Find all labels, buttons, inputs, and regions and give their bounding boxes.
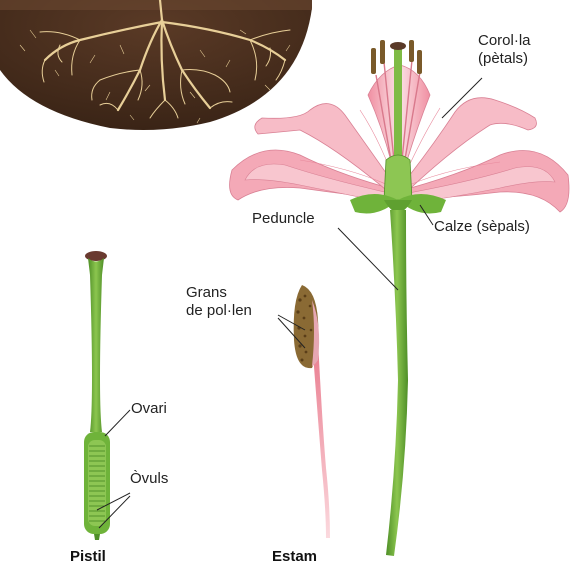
label-calyx: Calze (sèpals) — [434, 218, 530, 236]
peduncle-stem — [386, 210, 408, 556]
soil-with-roots — [0, 0, 312, 130]
label-pollen-line2: de pol·len — [186, 302, 252, 320]
caption-stamen: Estam — [272, 548, 317, 565]
stamen-illustration — [294, 285, 330, 538]
pistil-illustration — [84, 251, 110, 540]
leader-ovary — [105, 410, 130, 436]
label-ovules: Òvuls — [130, 470, 168, 488]
label-corolla-line1: Corol·la — [478, 32, 531, 50]
leader-lines — [97, 78, 482, 528]
label-pollen: Grans de pol·len — [186, 284, 252, 320]
label-ovary: Ovari — [131, 400, 167, 418]
caption-pistil: Pistil — [70, 548, 106, 565]
label-peduncle: Peduncle — [252, 210, 315, 228]
label-corolla: Corol·la (pètals) — [478, 32, 531, 68]
leader-peduncle — [338, 228, 398, 290]
label-corolla-line2: (pètals) — [478, 50, 531, 68]
label-pollen-line1: Grans — [186, 284, 252, 302]
